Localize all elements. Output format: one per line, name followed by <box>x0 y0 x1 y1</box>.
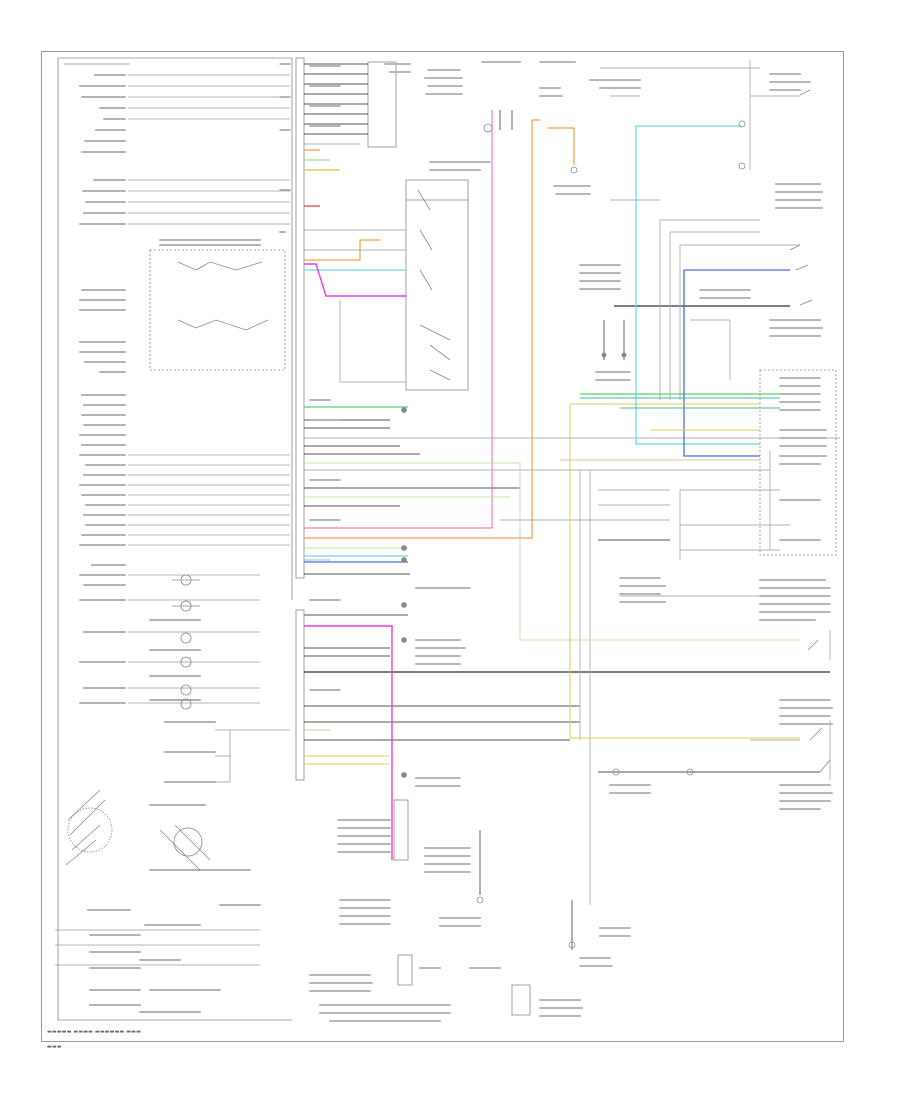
grey-wires <box>304 60 840 905</box>
tan-wires <box>304 459 760 731</box>
teal-wires <box>580 397 780 409</box>
blue-wires <box>304 269 790 563</box>
connector-block <box>295 57 469 781</box>
left-label-stubs <box>79 74 286 1013</box>
instrument-cluster-panel <box>57 57 293 1021</box>
pin-label-stubs <box>279 63 341 691</box>
magenta-wires <box>304 263 406 860</box>
gauge-symbols <box>65 574 211 871</box>
left-leader-lines <box>55 74 290 966</box>
cluster-caption-stub: ▬▬▬▬▬ ▬▬▬▬ ▬▬▬▬▬▬ ▬▬▬ <box>47 1029 142 1035</box>
diagram-frame <box>41 51 844 1042</box>
yellow-wires <box>304 169 800 765</box>
cyan-wires <box>304 125 760 557</box>
pink-wire <box>304 110 493 529</box>
orange-wire <box>304 119 575 539</box>
black-wires <box>304 63 830 950</box>
green-wires <box>304 159 800 641</box>
footer-stub: ▬▬▬ <box>47 1044 62 1050</box>
right-components <box>393 89 837 1016</box>
right-label-stubs <box>309 61 833 1022</box>
